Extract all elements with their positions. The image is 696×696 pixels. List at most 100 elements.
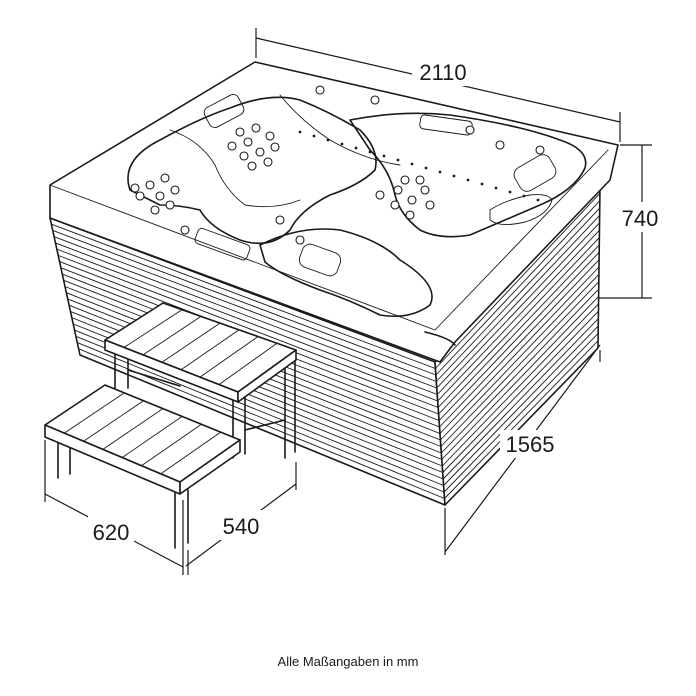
side-plank-line [442,318,599,480]
jet [243,137,253,147]
side-panel-planks [435,192,601,499]
step-board-line [142,315,202,356]
jet [150,205,160,215]
step-board-line [123,309,183,348]
lounger-outline [349,112,587,238]
jet [420,185,430,195]
dimension-step-depth-label: 540 [223,514,260,539]
jet [495,140,505,150]
step-board-line [83,400,145,442]
tub-interior [127,94,587,318]
side-plank-line [441,303,599,467]
side-plank-line [436,222,600,395]
jet [265,131,275,141]
step-board-line [218,342,278,386]
jet [400,175,410,185]
micro-jet [438,170,442,174]
step-board-line [102,408,164,450]
side-plank-line [439,259,600,428]
jet [295,235,305,245]
dimension-length: 2110 [255,28,621,142]
front-plank-line [50,223,436,369]
micro-jet [424,166,428,170]
jet [370,95,380,105]
micro-jet [382,154,386,158]
micro-jet [298,130,302,134]
step-board-line [180,329,240,371]
jet [393,185,403,195]
jet [415,175,425,185]
headrest-front [298,243,342,277]
jet [255,147,265,157]
dimension-depth-label: 1565 [506,432,555,457]
side-plank-line [443,332,599,493]
front-plank-line [57,254,439,402]
side-plank-line [438,251,600,421]
micro-jet [536,198,540,202]
dimension-height-label: 740 [622,206,659,231]
jet [405,210,415,220]
side-plank-line [444,340,599,499]
micro-jet [312,134,316,138]
jet [239,151,249,161]
step-board-line [63,392,125,434]
side-plank-line [437,229,600,402]
jet [465,125,475,135]
front-plank-line [76,342,445,493]
side-plank-line [440,273,600,441]
micro-jet [480,182,484,186]
front-plank-line [56,248,438,395]
side-plank-line [442,310,599,473]
massage-jets [130,85,545,245]
jet [390,200,400,210]
jet [425,200,435,210]
measurement-note: Alle Maßangaben in mm [277,654,419,669]
front-plank-line [55,242,438,389]
micro-jet [326,138,330,142]
jet [247,161,257,171]
side-plank-line [437,237,600,408]
step-board-line [160,431,222,475]
micro-jet [410,162,414,166]
micro-jet [354,146,358,150]
headrest-right [513,154,557,192]
side-plank-line [441,296,600,460]
step-board-line [121,415,183,459]
jet [235,127,245,137]
step-stool [44,302,297,549]
side-plank-line [435,207,601,382]
micro-jet [368,150,372,154]
dimension-height: 740 [598,144,662,299]
dimension-length-label: 2110 [419,60,466,85]
micro-jet [508,190,512,194]
seat-outline-right [259,228,433,318]
jet [270,142,280,152]
side-step [489,194,553,225]
micro-jet [522,194,526,198]
micro-jet [494,186,498,190]
jet [130,183,140,193]
side-plank-line [435,192,601,369]
side-plank-line [440,288,600,454]
seat-outline-left [127,96,377,245]
jet [227,141,237,151]
step-board-line [199,336,259,378]
front-plank-line [53,236,437,382]
jet [251,123,261,133]
jet [375,190,385,200]
jet [170,185,180,195]
jet [165,200,175,210]
step-board-line [161,322,221,363]
jet [135,191,145,201]
dimension-depth: 1565 [444,344,601,555]
side-plank-line [435,200,601,376]
micro-jet [452,174,456,178]
dimension-step-width: 620 [44,440,184,575]
side-plank-line [438,244,600,415]
jet [407,195,417,205]
jet [275,215,285,225]
side-plank-line [440,281,600,447]
step-board-line [140,423,202,467]
jet [155,191,165,201]
